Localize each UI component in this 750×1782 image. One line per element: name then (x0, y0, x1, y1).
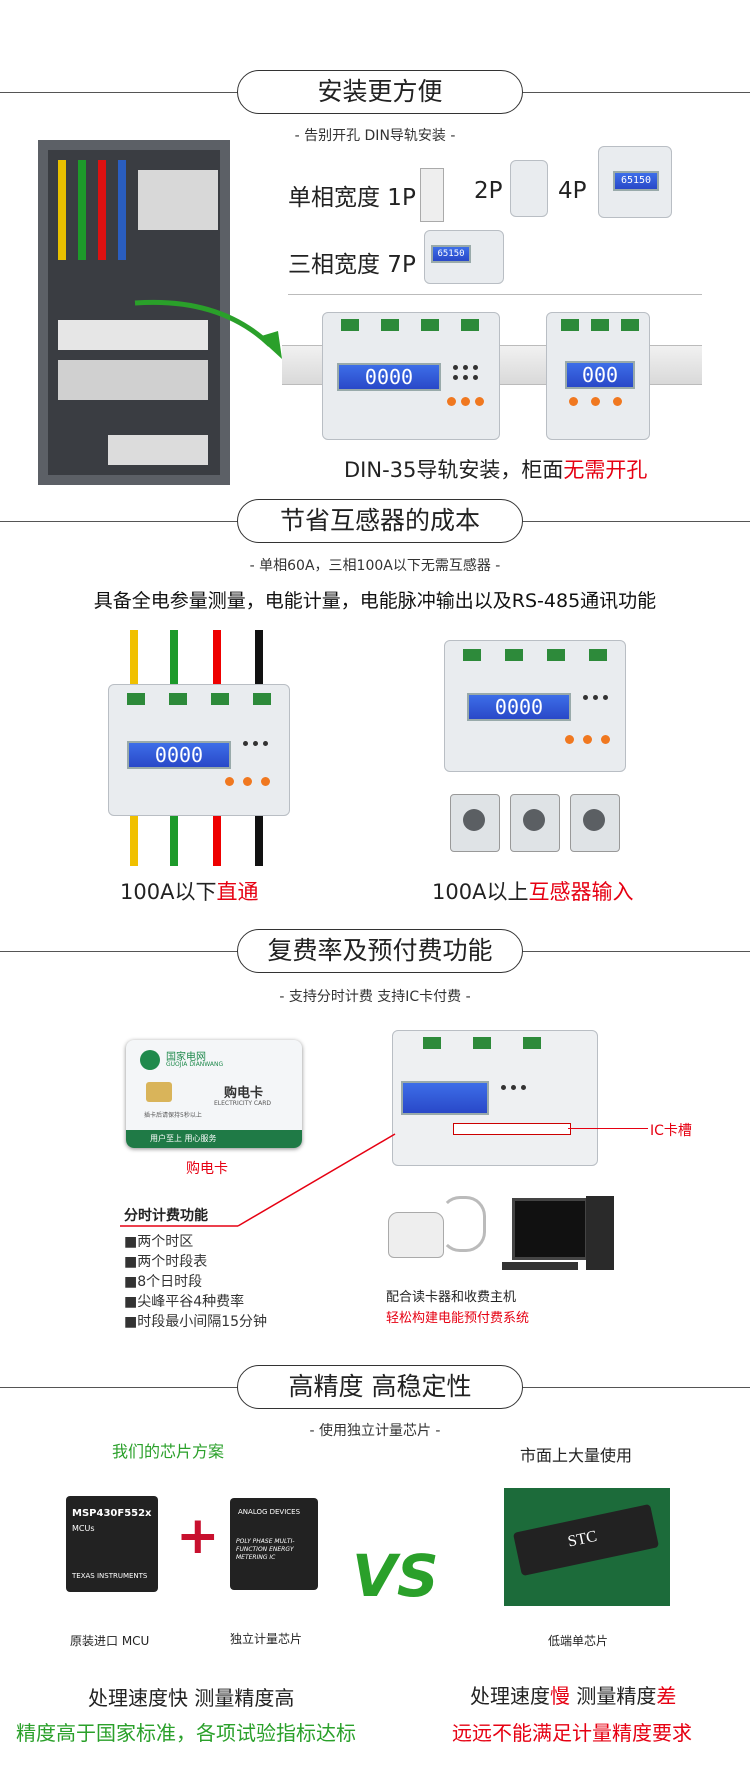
vs-mark: VS (352, 1542, 439, 1610)
ours-label: 我们的芯片方案 (112, 1442, 225, 1461)
meter-2p (510, 160, 548, 217)
meter-lcd: 65150 (613, 171, 659, 191)
din-meter-small: 000 (546, 312, 650, 440)
ct-meter: 0000 (444, 640, 626, 772)
reader-caption-red: 轻松构建电能预付费系统 (386, 1311, 530, 1326)
list-item: ■尖峰平谷4种费率 (124, 1294, 245, 1310)
list-item: ■两个时区 (124, 1234, 194, 1250)
label-4p: 4P (558, 178, 587, 204)
meter-4p: 65150 (598, 146, 672, 218)
card-reader-icon (388, 1212, 444, 1258)
cabinet-photo (38, 140, 230, 485)
section-subtitle: - 告别开孔 DIN导轨安装 - (294, 128, 456, 144)
list-item: ■两个时段表 (124, 1254, 208, 1270)
reader-caption: 配合读卡器和收费主机 (386, 1290, 517, 1305)
din-meter-large: 0000 (322, 312, 500, 440)
meter-lcd: 0000 (337, 363, 441, 391)
plus-sign: + (176, 1506, 220, 1566)
pc-tower-icon (586, 1196, 614, 1270)
card-caption: 购电卡 (186, 1161, 228, 1177)
section-title-prepaid: 复费率及预付费功能 (237, 929, 523, 973)
meter-lcd: 65150 (431, 245, 471, 263)
chip-contact-icon (146, 1082, 172, 1102)
ti-mcu-chip: MSP430F552x MCUs TEXAS INSTRUMENTS (66, 1496, 158, 1592)
ic-slot-label: IC卡槽 (650, 1123, 692, 1139)
section-title-ct-cost: 节省互感器的成本 (237, 499, 523, 543)
stc-chip-photo: STC (504, 1488, 670, 1606)
single-phase-label: 单相宽度 1P (288, 185, 416, 211)
market-summary: 处理速度慢 测量精度差 (470, 1684, 677, 1708)
divider-line (288, 294, 702, 295)
list-item: ■时段最小间隔15分钟 (124, 1314, 268, 1330)
current-transformer (570, 794, 620, 852)
section-subtitle: - 单相60A，三相100A以下无需互感器 - (249, 558, 501, 574)
market-detail: 远远不能满足计量精度要求 (452, 1721, 692, 1745)
label-2p: 2P (474, 178, 503, 204)
three-phase-label: 三相宽度 7P (288, 252, 416, 278)
section-subtitle: - 使用独立计量芯片 - (309, 1423, 441, 1439)
section-subtitle: - 支持分时计费 支持IC卡付费 - (279, 989, 471, 1005)
pointer-arrow (134, 299, 282, 359)
prepaid-meter (392, 1030, 598, 1166)
tou-list: ■两个时区 ■两个时段表 ■8个日时段 ■尖峰平谷4种费率 ■时段最小间隔15分… (124, 1232, 267, 1332)
cable-icon (440, 1196, 486, 1252)
meter-lcd: 000 (565, 361, 635, 389)
feature-line: 具备全电参量测量，电能计量，电能脉冲输出以及RS-485通讯功能 (93, 590, 657, 612)
ct-caption: 100A以上互感器输入 (432, 880, 634, 904)
chip2-caption: 独立计量芯片 (230, 1632, 303, 1646)
current-transformer (450, 794, 500, 852)
current-transformer (510, 794, 560, 852)
direct-caption: 100A以下直通 (120, 880, 259, 904)
meter-7p: 65150 (424, 230, 504, 284)
ic-card-slot (453, 1123, 571, 1135)
section-title-installation: 安装更方便 (237, 70, 523, 114)
meter-lcd: 0000 (127, 741, 231, 769)
market-label: 市面上大量使用 (520, 1446, 633, 1465)
ic-card: 国家电网 GUOJIA DIANWANG 购电卡 ELECTRICITY CAR… (126, 1040, 302, 1148)
tou-title: 分时计费功能 (124, 1208, 208, 1224)
card-logo-icon (140, 1050, 160, 1070)
meter-1p (420, 168, 444, 222)
keyboard-icon (502, 1262, 578, 1270)
ours-summary: 处理速度快 测量精度高 (88, 1686, 295, 1710)
meter-lcd (401, 1081, 489, 1115)
meter-lcd: 0000 (467, 693, 571, 721)
din-caption: DIN-35导轨安装，柜面无需开孔 (344, 458, 648, 482)
section-title-precision: 高精度 高稳定性 (237, 1365, 523, 1409)
chip1-caption: 原装进口 MCU (70, 1634, 150, 1648)
ours-detail: 精度高于国家标准，各项试验指标达标 (16, 1721, 356, 1745)
list-item: ■8个日时段 (124, 1274, 203, 1290)
monitor-icon (512, 1198, 588, 1260)
adi-metering-chip: ANALOG DEVICES POLY PHASE MULTI-FUNCTION… (230, 1498, 318, 1590)
chip3-caption: 低端单芯片 (548, 1634, 609, 1648)
direct-meter: 0000 (108, 684, 290, 816)
